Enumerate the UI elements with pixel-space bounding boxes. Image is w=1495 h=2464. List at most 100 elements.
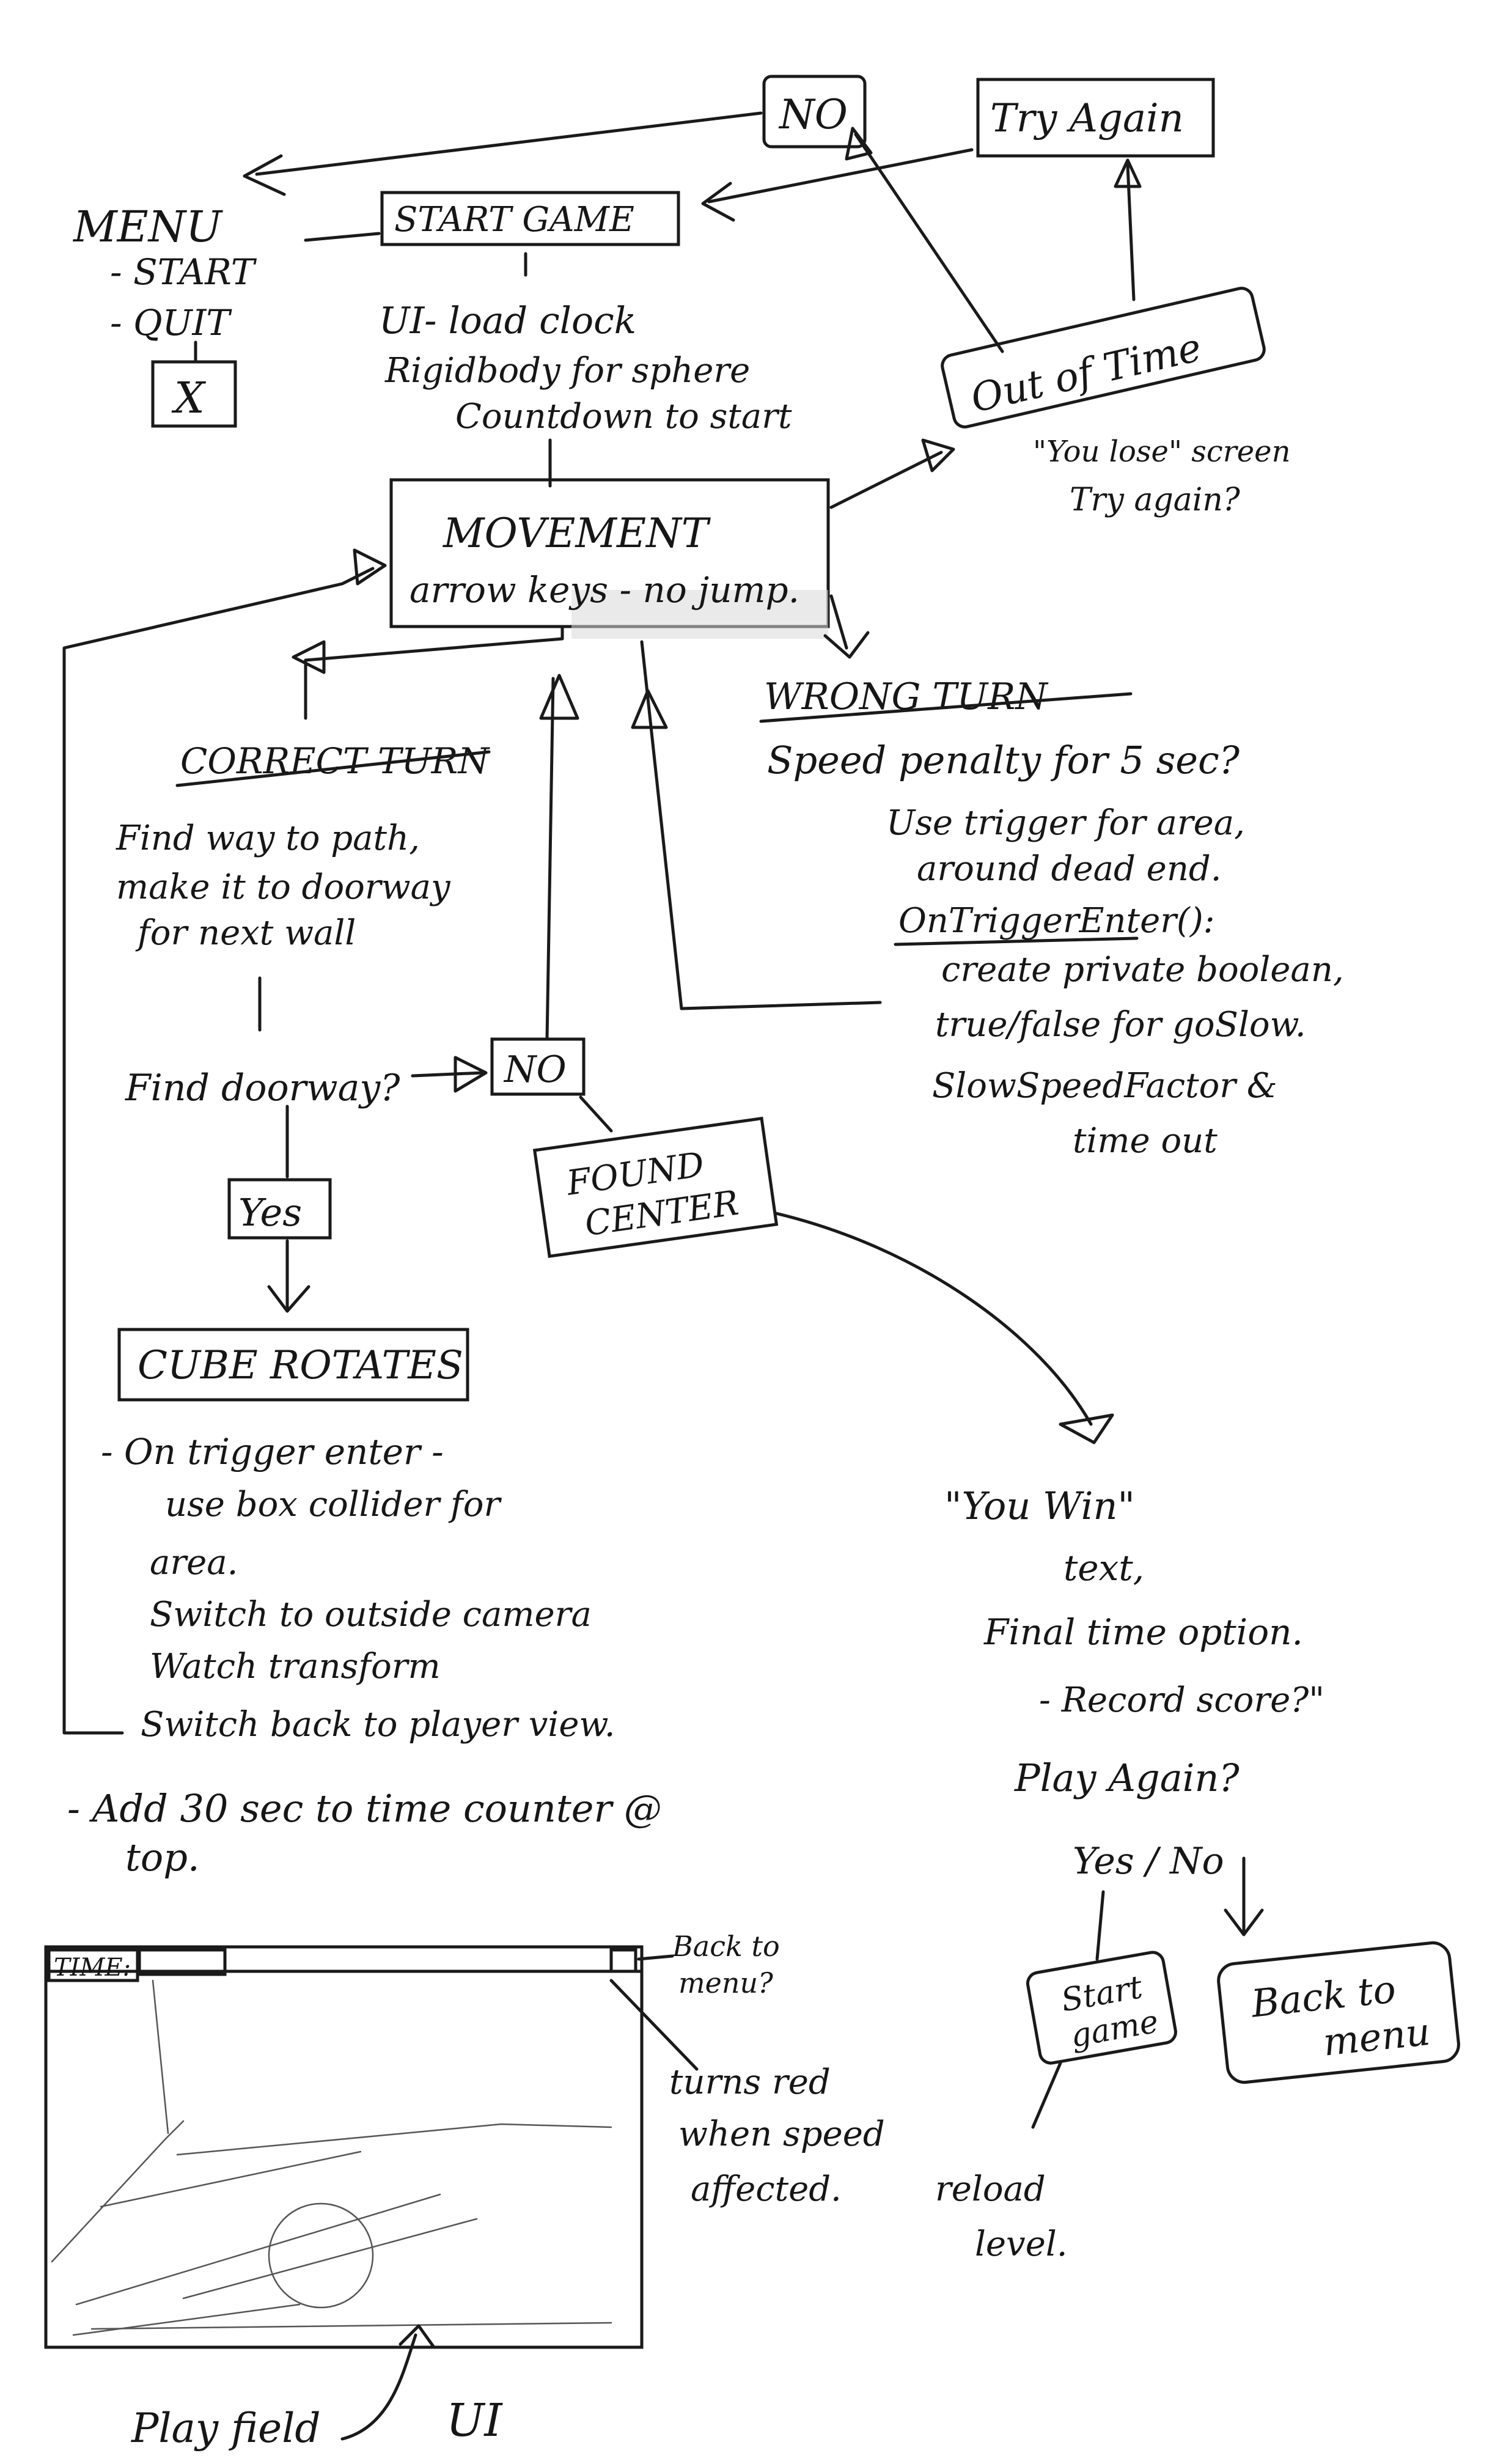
- start-game-box: [380, 191, 680, 246]
- wrong-turn-note-6: true/false for goSlow.: [935, 1005, 1306, 1045]
- find-doorway-label: Find doorway?: [125, 1067, 400, 1109]
- you-win-note-3: Final time option.: [983, 1611, 1303, 1653]
- try-again-arrowhead: [1114, 158, 1142, 188]
- ui-time-label: TIME:: [54, 1954, 131, 1982]
- cube-rotates-label: CUBE ROTATES: [138, 1343, 463, 1388]
- movement-to-wrong-turn-line: [829, 594, 848, 650]
- found-center-to-win-line: [774, 1212, 1093, 1426]
- you-win-note-5: Play Again?: [1014, 1756, 1240, 1800]
- menu-to-start-line: [304, 232, 381, 242]
- wrong-turn-note-8: time out: [1073, 1121, 1218, 1161]
- reload-level-label-1: reload: [935, 2169, 1046, 2209]
- playfield-stroke: [100, 2150, 362, 2208]
- wrong-turn-note-5: create private boolean,: [941, 950, 1344, 990]
- wrong-turn-arrowhead: [823, 631, 870, 659]
- no-top-label: NO: [778, 91, 848, 138]
- time-red-pointer-line: [609, 1979, 699, 2071]
- cube-arrowhead: [267, 1285, 310, 1313]
- no-to-menu-line: [255, 111, 763, 176]
- no-to-found-center-line: [579, 1095, 613, 1133]
- no-top-arrowhead: [845, 127, 873, 161]
- correct-turn-note-2: make it to doorway: [116, 867, 451, 907]
- wrong-turn-note-7: SlowSpeedFactor &: [932, 1066, 1277, 1106]
- menu-start: - START: [110, 251, 257, 293]
- ui-back-to-menu-note-1: Back to: [672, 1930, 780, 1963]
- start-game-arrowhead: [701, 182, 735, 222]
- you-win-note-1: "You Win": [944, 1484, 1135, 1528]
- out-of-time-box: [941, 287, 1266, 428]
- playfield-stroke: [182, 2218, 478, 2300]
- playfield-stroke: [176, 2123, 612, 2156]
- no-mid-to-movement-line: [545, 677, 555, 1041]
- quit-box-label: X: [171, 373, 207, 423]
- out-of-time-note-1: "You lose" screen: [1033, 435, 1290, 469]
- yes-box: [227, 1178, 332, 1240]
- back-to-menu-box: [1217, 1941, 1460, 2084]
- out-of-time-to-no-line: [854, 133, 1004, 353]
- menu-quit: - QUIT: [110, 302, 232, 344]
- menu-title: MENU: [72, 202, 223, 252]
- correct-turn-title: CORRECT TURN: [180, 740, 490, 782]
- cube-rotates-box: [117, 1328, 469, 1402]
- correct-turn-note-1: Find way to path,: [116, 818, 420, 858]
- cube-rotates-note-1: - On trigger enter -: [101, 1431, 444, 1473]
- cube-to-movement-loop-line: [62, 567, 375, 1735]
- ui-turns-red-note-3: affected.: [691, 2169, 842, 2209]
- menu-arrowhead: [243, 154, 286, 196]
- you-win-note-2: text,: [1063, 1547, 1144, 1589]
- correct-turn-arrowhead: [292, 640, 326, 674]
- wrong-turn-note-2: Use trigger for area,: [886, 803, 1245, 843]
- correct-turn-underline: [175, 750, 491, 787]
- reload-level-label-2: level.: [975, 2224, 1068, 2264]
- no-mid-arrowhead: [454, 1056, 488, 1093]
- playfield-stroke: [51, 2120, 185, 2263]
- movement-note: arrow keys - no jump.: [410, 569, 799, 611]
- try-again-box: [976, 78, 1215, 158]
- correct-turn-note-3: for next wall: [135, 913, 356, 953]
- back-to-menu-label-2: menu: [1321, 2009, 1432, 2065]
- found-center-box: [532, 1116, 779, 1258]
- playfield-stroke: [90, 2322, 612, 2330]
- wrong-turn-note-1: Speed penalty for 5 sec?: [767, 738, 1240, 782]
- yes-label: Yes: [238, 1190, 302, 1235]
- wrong-turn-to-movement-line: [640, 640, 882, 1010]
- ui-back-to-menu-note-2: menu?: [678, 1966, 773, 1999]
- wrong-turn-underline: [759, 692, 1133, 723]
- you-win-note-4: - Record score?": [1039, 1680, 1324, 1720]
- try-again-to-start-line: [707, 148, 974, 204]
- cube-rotates-note-5: Watch transform: [150, 1647, 441, 1686]
- you-win-note-6: Yes / No: [1073, 1840, 1224, 1883]
- ui-label: UI: [446, 2394, 503, 2447]
- movement-left-arrowhead: [353, 548, 387, 586]
- play-field-arrow-line: [340, 2333, 417, 2441]
- quit-box: [151, 360, 237, 428]
- no-mid-label: NO: [503, 1048, 567, 1091]
- start-game-note-2: Rigidbody for sphere: [384, 351, 750, 391]
- wrong-turn-note-4: OnTriggerEnter():: [898, 901, 1215, 941]
- cube-rotates-note-2: use box collider for: [165, 1485, 502, 1524]
- try-again-label: Try Again: [990, 96, 1184, 141]
- out-of-time-note-2: Try again?: [1070, 482, 1241, 518]
- ui-turns-red-note-1: turns red: [669, 2062, 831, 2102]
- back-to-menu-arrowhead: [1224, 1908, 1264, 1936]
- out-of-time-arrowhead: [921, 438, 955, 473]
- play-field-arrowhead: [399, 2324, 436, 2349]
- movement-shade: [571, 590, 828, 639]
- find-doorway-to-no-line: [411, 1071, 485, 1078]
- wrong-turn-note-3: around dead end.: [917, 849, 1222, 889]
- playfield-stroke: [152, 1979, 169, 2135]
- ui-mock-frame: [44, 1945, 644, 2349]
- cube-rotates-note-7: - Add 30 sec to time counter @: [67, 1786, 662, 1831]
- yes-to-start-line: [1095, 1890, 1105, 1961]
- you-win-arrowhead: [1059, 1413, 1114, 1444]
- start-game-note-3: Countdown to start: [455, 397, 792, 436]
- movement-up-arrowhead-2: [631, 689, 668, 729]
- start-to-reload-line: [1031, 2061, 1062, 2129]
- movement-up-arrowhead-1: [539, 674, 579, 720]
- ui-time-box: [47, 1948, 139, 1982]
- out-of-time-label: Out of Time: [967, 325, 1206, 422]
- playfield-stroke: [72, 2303, 301, 2336]
- no-top-box: [762, 75, 867, 149]
- ui-back-button-box: [609, 1948, 637, 1973]
